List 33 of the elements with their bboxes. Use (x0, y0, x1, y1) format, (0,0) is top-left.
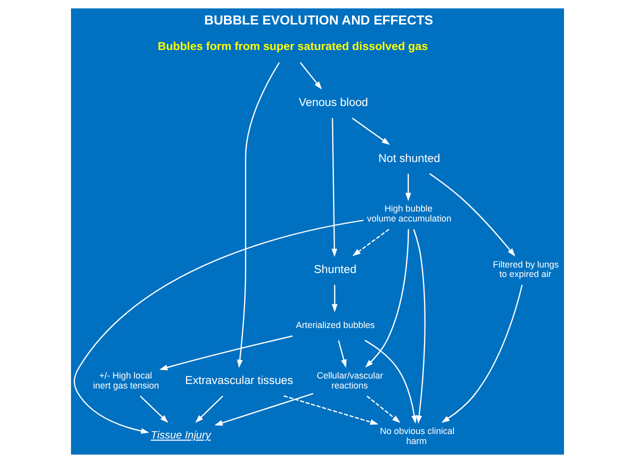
arrow (331, 118, 337, 257)
arrow (352, 228, 389, 256)
arrow (351, 118, 390, 145)
arrow (440, 284, 522, 423)
arrow (283, 395, 378, 425)
arrow (366, 396, 400, 423)
arrow (331, 284, 338, 312)
arrow (214, 392, 313, 426)
arrow (364, 229, 409, 368)
node-text: Cellular/vascular reactions (316, 370, 383, 390)
arrow (73, 220, 364, 434)
node-text: Bubbles form from super saturated dissolved gas (157, 40, 428, 53)
arrow (337, 340, 346, 368)
diagram-title: BUBBLE EVOLUTION AND EFFECTS (204, 12, 433, 28)
arrow (158, 335, 292, 370)
arrow (139, 396, 168, 423)
node-text: Filtered by lungs to expired air (492, 259, 558, 280)
node-text: Tissue Injury (150, 430, 210, 442)
arrow (412, 229, 425, 424)
node-text: No obvious clinical harm (380, 426, 454, 446)
arrow (404, 174, 411, 202)
arrow (299, 62, 322, 90)
node-text: Shunted (313, 264, 356, 276)
node-text: Not shunted (378, 152, 440, 165)
node-text: High bubble volume accumulation (366, 204, 451, 224)
node-text: +/- High local inert gas tension (92, 370, 159, 390)
node-text: Arterialized bubbles (295, 320, 374, 330)
node-text: Venous blood (298, 97, 368, 110)
arrow (364, 340, 417, 424)
arrow (428, 173, 515, 256)
node-text: Extravascular tissues (184, 375, 293, 388)
arrow (236, 62, 280, 368)
arrow (194, 396, 223, 423)
